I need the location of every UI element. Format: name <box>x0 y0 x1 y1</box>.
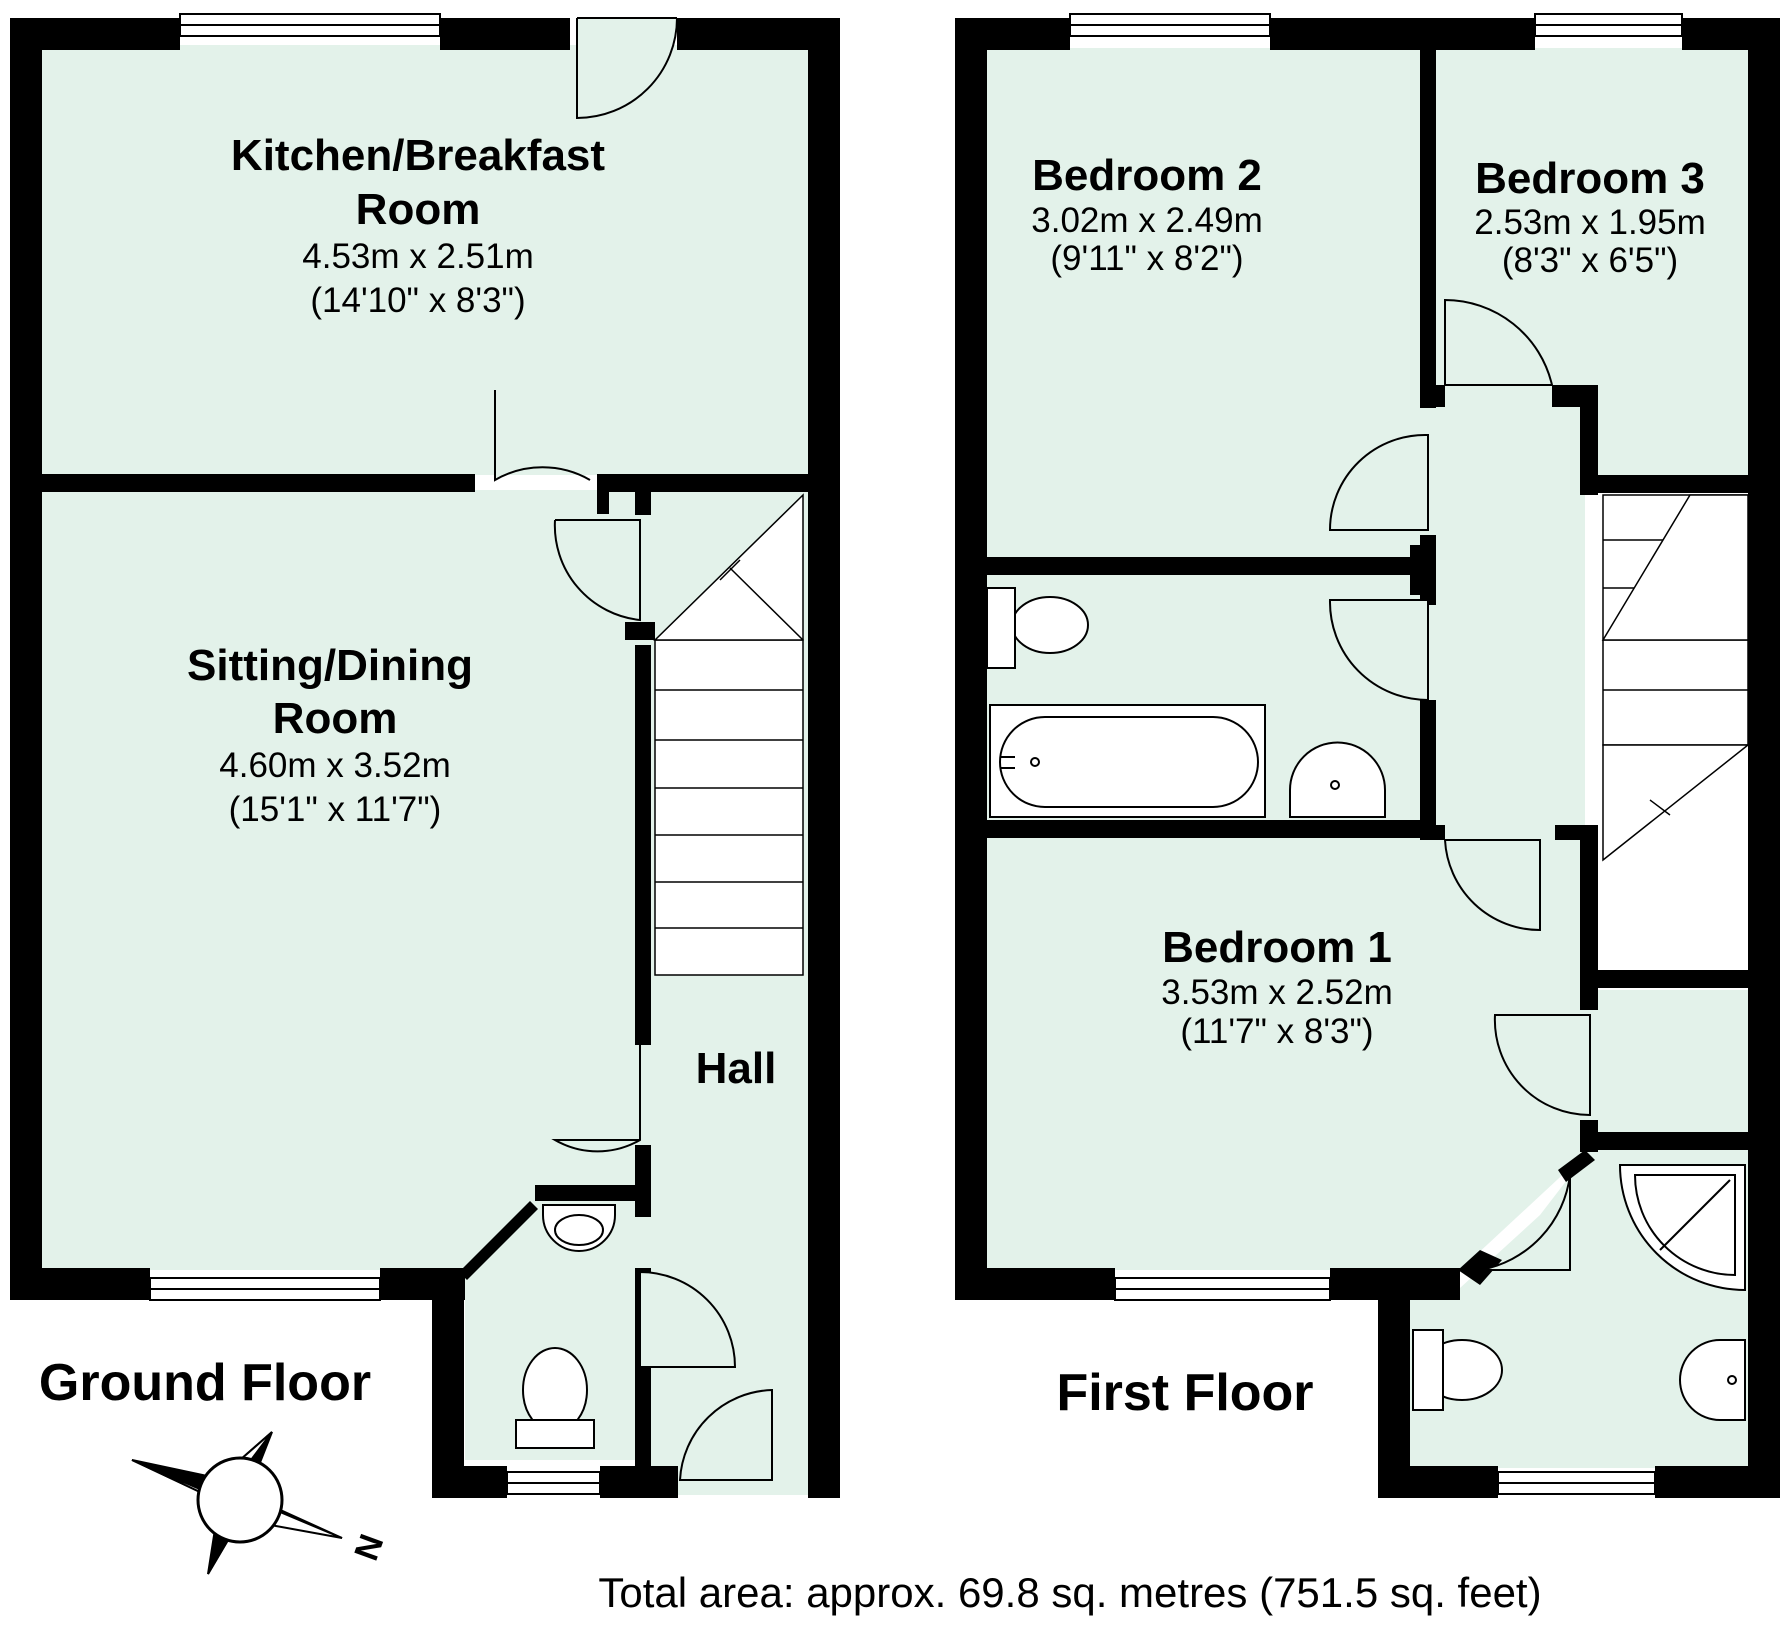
cupboard-floor <box>1600 990 1750 1130</box>
ground-windows <box>149 13 601 1495</box>
hall-name: Hall <box>696 1044 777 1093</box>
bedroom1-door-swing <box>1443 839 1541 932</box>
bathroom-door-swing <box>1328 599 1429 702</box>
sitting-name-line1: Sitting/Dining <box>187 641 473 690</box>
ensuite-door-swing <box>1479 1174 1571 1271</box>
first-stairs <box>1601 494 1751 862</box>
total-area: Total area: approx. 69.8 sq. metres (751… <box>598 1569 1541 1616</box>
ensuite-basin-icon <box>1679 1339 1746 1421</box>
kitchen-metric: 4.53m x 2.51m <box>302 237 534 276</box>
compass-rose-icon: N <box>131 1431 391 1575</box>
first-walls <box>955 18 1780 1498</box>
compass-north-label: N <box>347 1529 391 1565</box>
bathroom-basin-icon <box>1289 741 1386 818</box>
first-doors <box>1328 298 1591 1271</box>
ground-floor-title: Ground Floor <box>39 1354 371 1412</box>
bedroom3-metric: 2.53m x 1.95m <box>1474 203 1706 242</box>
kitchen-name-line2: Room <box>356 185 481 234</box>
bedroom1-name: Bedroom 1 <box>1162 923 1392 972</box>
bedroom1-metric: 3.53m x 2.52m <box>1161 973 1393 1012</box>
first-floor-title: First Floor <box>1056 1364 1313 1422</box>
first-windows <box>1069 13 1683 1495</box>
sitting-name-line2: Room <box>273 694 398 743</box>
sitting-room-floor <box>40 490 645 1270</box>
sitting-door-swing <box>551 1045 641 1153</box>
front-door-swing <box>678 1388 773 1481</box>
kitchen-floor <box>40 45 810 475</box>
room-labels: Kitchen/Breakfast Room 4.53m x 2.51m (14… <box>39 131 1706 1616</box>
wc-floor <box>465 1200 635 1460</box>
bedroom2-door-swing <box>1328 433 1429 531</box>
bedroom1-imperial: (11'7" x 8'3") <box>1180 1012 1373 1051</box>
kitchen-back-door-swing <box>576 17 678 120</box>
bathroom-toilet-icon <box>1011 596 1089 654</box>
sitting-metric: 4.60m x 3.52m <box>219 746 451 785</box>
cupboard-door-swing <box>1493 1014 1591 1117</box>
kitchen-door-swing <box>494 390 591 482</box>
hall-door-swing <box>553 519 641 622</box>
bedroom3-name: Bedroom 3 <box>1475 154 1705 203</box>
first-floor-plan <box>955 13 1780 1498</box>
bedroom2-name: Bedroom 2 <box>1032 151 1262 200</box>
sitting-imperial: (15'1" x 11'7") <box>229 790 442 829</box>
bedroom3-door-swing <box>1444 298 1554 386</box>
bedroom2-metric: 3.02m x 2.49m <box>1031 201 1263 240</box>
bedroom2-imperial: (9'11" x 8'2") <box>1050 239 1243 278</box>
wc-door-swing <box>639 1270 737 1368</box>
ground-stairs <box>653 493 804 976</box>
bedroom3-imperial: (8'3" x 6'5") <box>1502 241 1678 280</box>
wc-fixtures <box>515 1204 616 1449</box>
ground-doors <box>494 17 773 1481</box>
bathroom-fixtures <box>986 587 1746 1421</box>
kitchen-imperial: (14'10" x 8'3") <box>310 281 525 320</box>
ground-floor-plan <box>10 13 840 1498</box>
bedroom1-floor <box>984 838 1750 1270</box>
kitchen-name-line1: Kitchen/Breakfast <box>231 131 605 180</box>
